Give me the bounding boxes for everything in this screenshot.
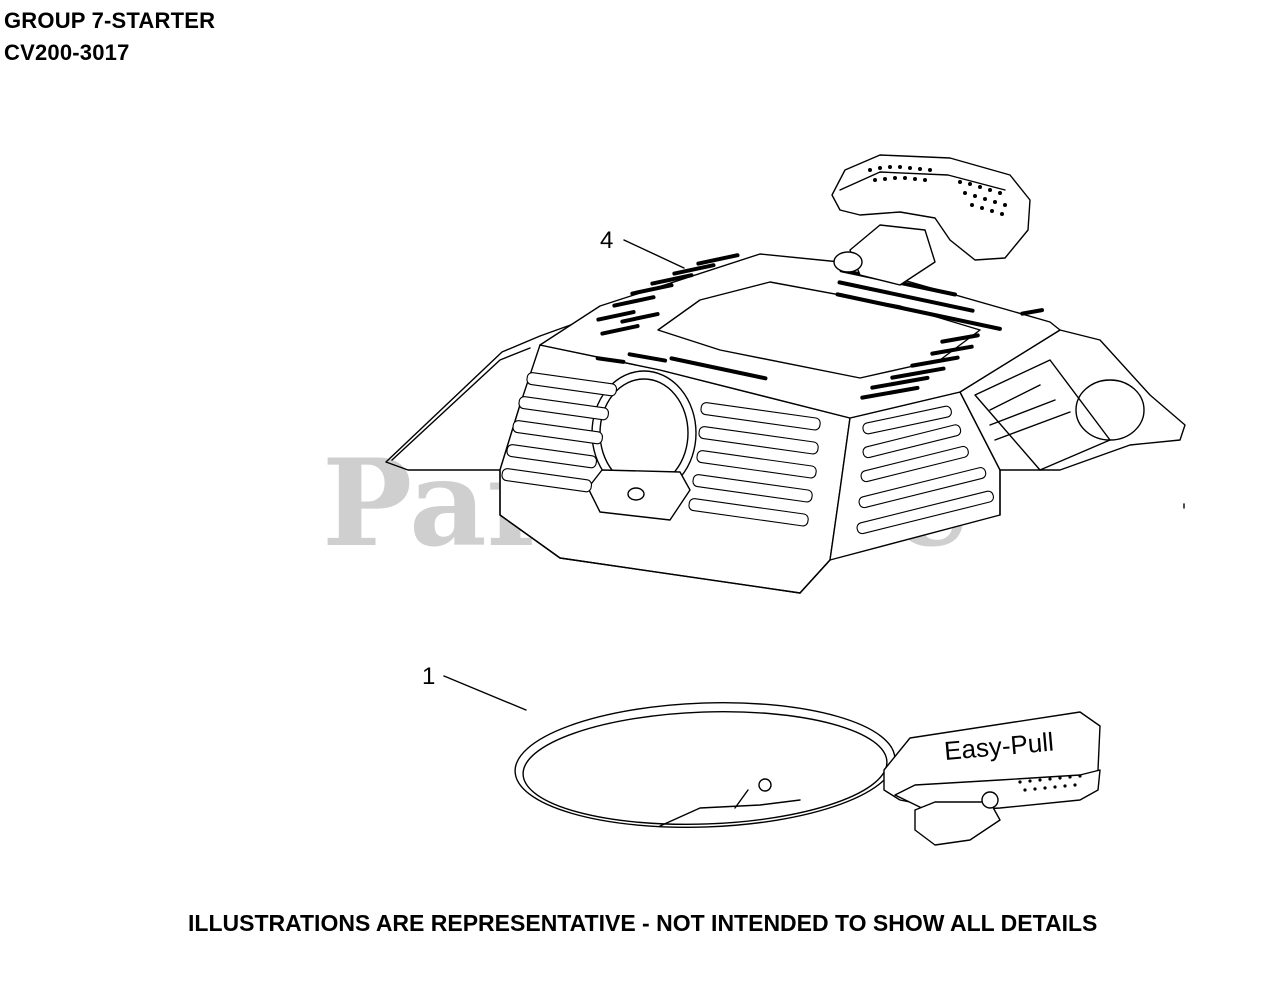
callout-1-leader (443, 675, 527, 711)
top-left-vents (595, 253, 768, 381)
callout-4-leader (623, 239, 685, 269)
model-number: CV200-3017 (4, 40, 130, 65)
disclaimer-footer: ILLUSTRATIONS ARE REPRESENTATIVE - NOT I… (188, 910, 1098, 936)
rope-handle-part[interactable]: Easy-Pull (513, 696, 1101, 846)
right-skirt-vents (856, 405, 994, 535)
callout-4[interactable]: 4 (600, 227, 613, 254)
starter-grip-handle (831, 154, 1031, 286)
front-center-vents (688, 402, 821, 527)
callout-1[interactable]: 1 (422, 663, 435, 690)
starter-housing-part[interactable] (385, 154, 1186, 594)
handle-texture (1018, 774, 1082, 792)
starter-rope (514, 701, 896, 829)
group-title: GROUP 7-STARTER (4, 8, 216, 33)
grip-texture (868, 165, 1007, 216)
front-left-vents (501, 372, 618, 493)
